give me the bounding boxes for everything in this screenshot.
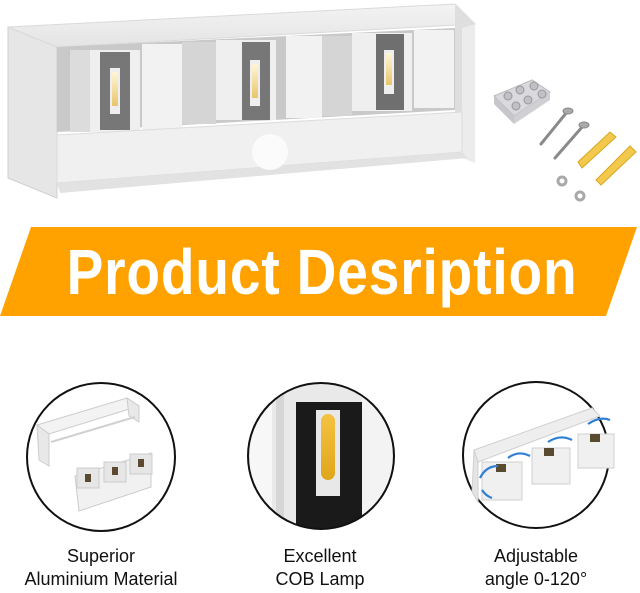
wall-lamp-illustration [7,3,637,202]
feature-label-line1: Adjustable [493,546,579,566]
terminal-block-icon [493,79,551,124]
feature-label-line1: Superior [66,546,136,566]
wall-anchors-icon [577,131,637,186]
feature-aluminium: Superior Aluminium Material [1,380,201,593]
feature-label-line2: Aluminium Material [24,569,178,589]
feature-cob-lamp: Excellent COB Lamp [220,380,420,593]
banner-title: Product Desription [66,236,578,308]
washers-icon [556,175,586,202]
aluminium-housing-icon [26,382,176,532]
feature-adjustable-angle: Adjustable angle 0-120° [436,380,636,593]
title-banner-background [0,227,637,316]
adjustable-angle-icon [462,381,615,529]
feature-label-line2: angle 0-120° [484,569,588,589]
feature-label-line2: COB Lamp [275,569,365,589]
cob-lamp-icon [247,382,395,530]
feature-label-line1: Excellent [283,546,357,566]
product-hero-image [0,0,640,215]
screws-icon [539,107,590,160]
